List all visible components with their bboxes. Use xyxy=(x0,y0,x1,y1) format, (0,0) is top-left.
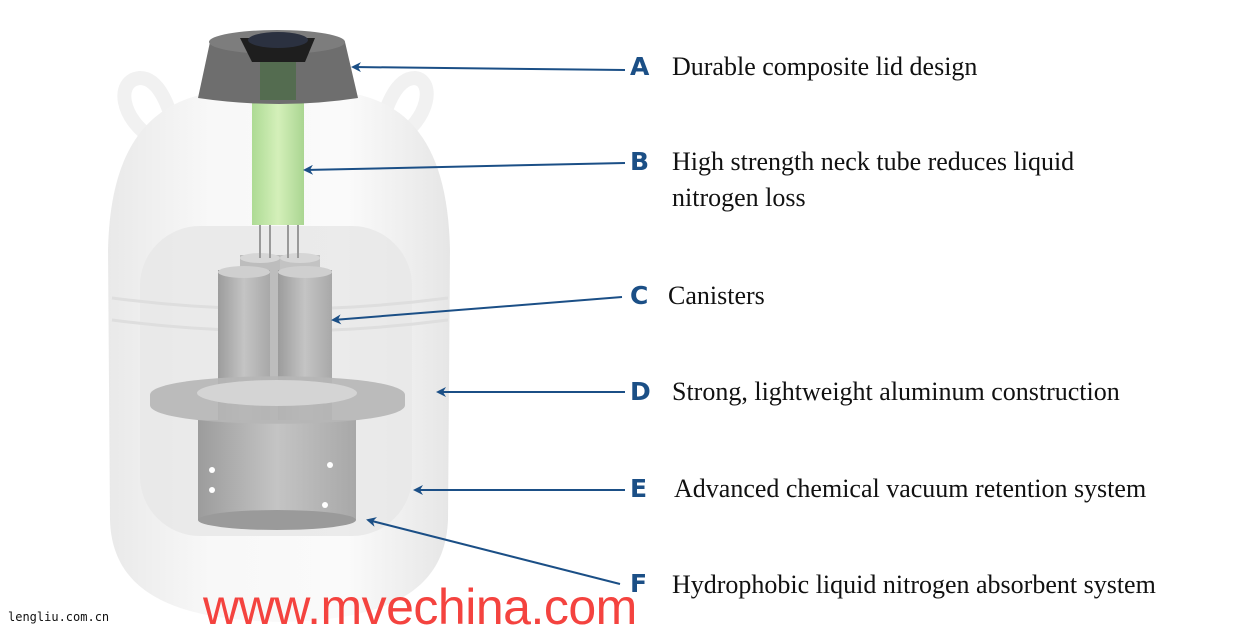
neck-tube xyxy=(252,95,304,225)
watermark: www.mvechina.com xyxy=(203,579,637,635)
callout-text-c: Canisters xyxy=(668,281,765,310)
callout-letter-d: D xyxy=(630,377,651,406)
arrow-b xyxy=(303,162,626,175)
callout-text-e: Advanced chemical vacuum retention syste… xyxy=(674,474,1147,503)
callout-text-b-line2: nitrogen loss xyxy=(672,183,806,212)
handle-left xyxy=(117,70,182,147)
lower-cylinder xyxy=(198,420,356,520)
callout-text-f: Hydrophobic liquid nitrogen absorbent sy… xyxy=(672,570,1156,599)
callout-letter-a: A xyxy=(630,52,650,81)
callout-letter-b: B xyxy=(630,147,650,176)
source-mark: lengliu.com.cn xyxy=(8,610,110,624)
arrow-c xyxy=(331,296,623,325)
callout-letter-e: E xyxy=(630,474,648,503)
lid xyxy=(198,30,358,104)
arrow-a xyxy=(351,62,626,73)
callout-text-a: Durable composite lid design xyxy=(672,52,978,81)
arrow-f xyxy=(366,517,621,585)
callout-letter-c: C xyxy=(630,281,649,310)
callout-letter-f: F xyxy=(630,569,648,598)
callout-text-d: Strong, lightweight aluminum constructio… xyxy=(672,377,1120,406)
callout-text-b-line1: High strength neck tube reduces liquid xyxy=(672,147,1075,176)
